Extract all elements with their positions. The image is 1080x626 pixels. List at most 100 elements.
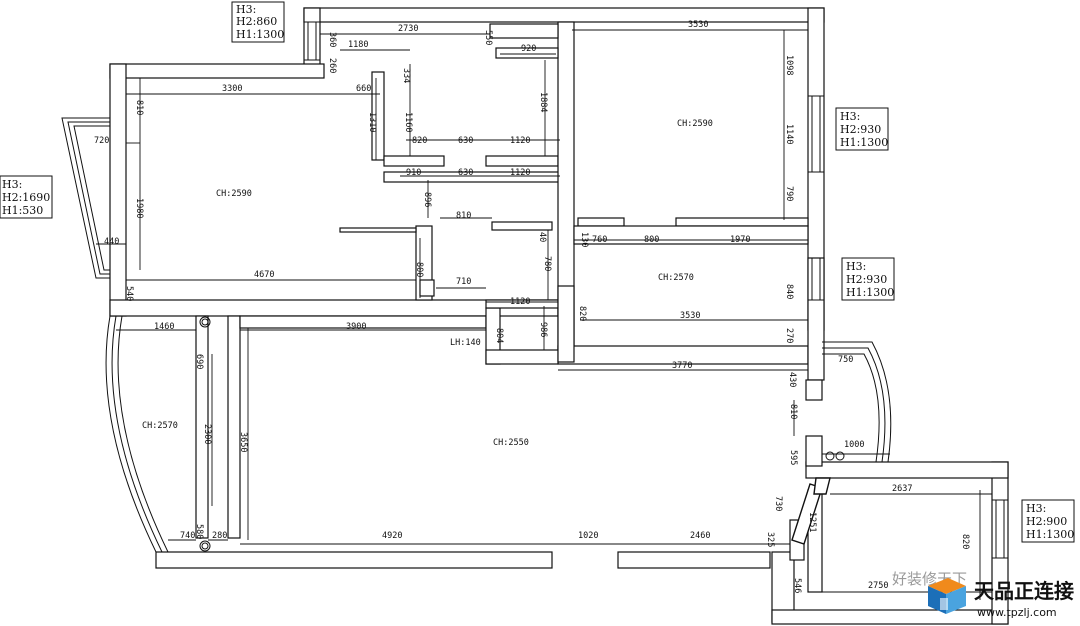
room-label: CH:2590 — [677, 119, 713, 129]
dimension-label: 810 — [788, 404, 798, 419]
dimension-label: 720 — [94, 136, 109, 146]
dimension-label: 750 — [838, 355, 853, 365]
room-label: CH:2570 — [658, 273, 694, 283]
dimension-label: 360 — [327, 32, 337, 47]
dimension-label: 630 — [458, 136, 473, 146]
dimension-label: 3530 — [680, 311, 700, 321]
room-label: LH:140 — [450, 338, 481, 348]
dimension-labels: 2730 3530 1180 920 3300 660 1098 810 1310 1160 188… — [94, 20, 970, 593]
svg-text:H3:: H3: — [1026, 502, 1046, 515]
dimension-label: 3900 — [346, 322, 366, 332]
dimension-label: 595 — [788, 450, 798, 465]
dimension-label: 920 — [521, 44, 536, 54]
dimension-lines — [96, 29, 992, 600]
dimension-label: 1160 — [403, 112, 413, 132]
svg-text:H1:1300: H1:1300 — [236, 28, 284, 41]
dimension-label: 546 — [792, 578, 802, 593]
dimension-label: 540 — [124, 286, 134, 301]
dimension-label: 710 — [456, 277, 471, 287]
svg-text:H3:: H3: — [2, 178, 22, 191]
dimension-label: 800 — [414, 262, 424, 277]
dimension-label: 3300 — [222, 84, 242, 94]
dimension-label: 1120 — [510, 168, 530, 178]
dimension-label: 1180 — [348, 40, 368, 50]
dimension-label: 1980 — [134, 198, 144, 218]
dimension-label: 440 — [104, 237, 119, 247]
dimension-label: 4920 — [382, 531, 402, 541]
dimension-label: 1120 — [510, 136, 530, 146]
dimension-label: 820 — [577, 306, 587, 321]
dimension-label: 820 — [412, 136, 427, 146]
dimension-label: 910 — [406, 168, 421, 178]
dimension-label: 1310 — [367, 112, 377, 132]
svg-text:H2:930: H2:930 — [840, 123, 881, 136]
dimension-label: 896 — [422, 192, 432, 207]
dimension-label: 660 — [356, 84, 371, 94]
dimension-label: 325 — [765, 532, 775, 547]
brand-url: www.tpzlj.com — [977, 606, 1057, 619]
dimension-label: 430 — [787, 372, 797, 387]
svg-text:H2:860: H2:860 — [236, 15, 277, 28]
dimension-label: 630 — [458, 168, 473, 178]
dimension-label: 1120 — [510, 297, 530, 307]
dimension-label: 1000 — [844, 440, 864, 450]
brand-name: 天品正连接 — [974, 579, 1074, 603]
dimension-label: 1020 — [578, 531, 598, 541]
dimension-label: 2637 — [892, 484, 912, 494]
dimension-label: 1970 — [730, 235, 750, 245]
svg-text:H2:900: H2:900 — [1026, 515, 1067, 528]
dimension-label: 790 — [784, 186, 794, 201]
svg-text:H1:1300: H1:1300 — [840, 136, 888, 149]
room-label: CH:2590 — [216, 189, 252, 199]
dimension-label: 3530 — [688, 20, 708, 30]
dimension-label: 334 — [401, 68, 411, 83]
svg-text:H1:1300: H1:1300 — [1026, 528, 1074, 541]
walls — [61, 7, 1009, 625]
room-labels: CH:2590 CH:2590 CH:2570 CH:2570 CH:2550 … — [142, 119, 713, 448]
dimension-label: 840 — [784, 284, 794, 299]
dimension-label: 2750 — [868, 581, 888, 591]
dimension-label: 260 — [327, 58, 337, 73]
dimension-label: 1098 — [784, 55, 794, 75]
dimension-label: 3770 — [672, 361, 692, 371]
svg-text:H3:: H3: — [846, 260, 866, 273]
dimension-label: 280 — [212, 531, 227, 541]
svg-text:H2:1690: H2:1690 — [2, 191, 50, 204]
brand-logo — [928, 578, 966, 614]
dimension-label: 986 — [538, 322, 548, 337]
room-label: CH:2550 — [493, 438, 529, 448]
dimension-label: 130 — [579, 232, 589, 247]
dimension-label: 690 — [194, 354, 204, 369]
dimension-label: 4670 — [254, 270, 274, 280]
dimension-label: 730 — [773, 496, 783, 511]
dimension-label: 2460 — [690, 531, 710, 541]
dimension-label: 760 — [592, 235, 607, 245]
dimension-label: 804 — [494, 328, 504, 343]
window-spec-box: H3: H2:860 H1:1300 — [231, 1, 285, 43]
svg-text:H1:1300: H1:1300 — [846, 286, 894, 299]
dimension-label: 780 — [542, 256, 552, 271]
dimension-label: 800 — [644, 235, 659, 245]
dimension-label: 810 — [456, 211, 471, 221]
dimension-label: 580 — [194, 524, 204, 539]
dimension-label: 2300 — [202, 424, 212, 444]
dimension-label: 270 — [784, 328, 794, 343]
svg-text:H1:530: H1:530 — [2, 204, 43, 217]
dimension-label: 1884 — [538, 92, 548, 112]
svg-text:H2:930: H2:930 — [846, 273, 887, 286]
dimension-label: 1251 — [807, 512, 817, 532]
room-label: CH:2570 — [142, 421, 178, 431]
window-spec-box: H3: H2:930 H1:1300 — [835, 107, 889, 151]
dimension-label: 2730 — [398, 24, 418, 34]
window-spec-box: H3: H2:900 H1:1300 — [1021, 499, 1075, 543]
window-spec-box: H3: H2:930 H1:1300 — [841, 257, 895, 301]
dimension-label: 1460 — [154, 322, 174, 332]
svg-text:H3:: H3: — [840, 110, 860, 123]
dimension-label: 1140 — [784, 124, 794, 144]
dimension-label: 820 — [960, 534, 970, 549]
svg-text:H3:: H3: — [236, 3, 256, 16]
dimension-label: 550 — [483, 30, 493, 45]
dimension-label: 40 — [537, 232, 547, 242]
dimension-label: 740 — [180, 531, 195, 541]
